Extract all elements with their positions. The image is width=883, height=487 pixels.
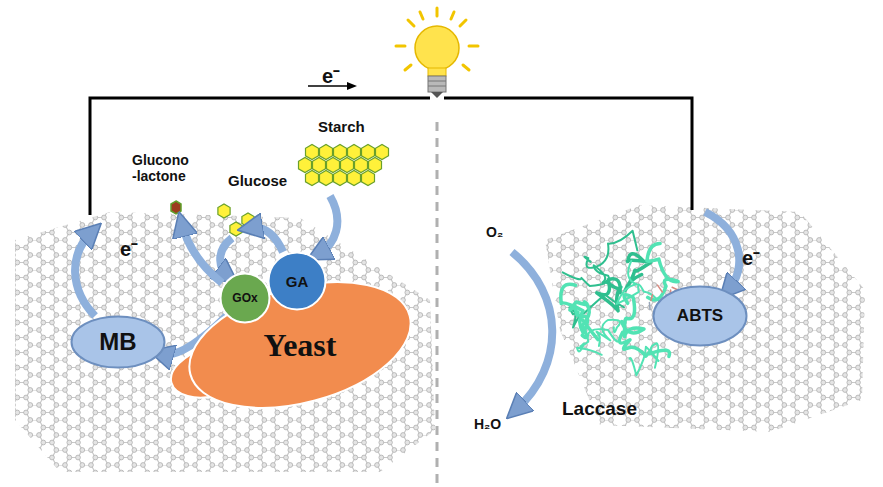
process-arrow <box>75 232 95 316</box>
electron-label: e⁻ <box>120 235 138 262</box>
membrane-divider <box>436 122 439 487</box>
ligand-stick <box>651 294 653 300</box>
starch-unit <box>320 145 333 160</box>
product-label: H₂O <box>474 416 501 432</box>
substrate-label: Glucose <box>228 172 287 189</box>
process-arrow <box>318 196 337 254</box>
protein-ribbon <box>570 302 589 338</box>
node-label: Yeast <box>264 327 337 364</box>
starch-unit <box>299 158 312 173</box>
mediator-abts: ABTS <box>652 285 748 347</box>
graphene-sheet <box>15 212 435 472</box>
protein-ribbon <box>630 343 659 375</box>
process-arrow <box>705 212 739 290</box>
graphene-sheet <box>545 205 865 432</box>
process-arrow <box>220 238 232 276</box>
starch-unit <box>355 158 368 173</box>
electron-label: e⁻ <box>742 244 760 271</box>
reactant-label: O₂ <box>486 224 503 240</box>
glucose-molecules <box>218 204 254 236</box>
starch-unit <box>320 171 333 186</box>
starch-unit <box>334 171 347 186</box>
starch-unit <box>348 145 361 160</box>
electron-label: e⁻ <box>322 62 340 89</box>
enzyme-gox: GOx <box>219 272 271 324</box>
node-outline <box>221 274 270 323</box>
ligand-stick <box>649 303 651 310</box>
enzyme-ga: GA <box>267 251 327 311</box>
starch-unit <box>327 158 340 173</box>
substrate-label: Starch <box>318 118 365 135</box>
wire <box>90 98 692 215</box>
starch-unit <box>376 145 389 160</box>
node-label: GOx <box>232 291 257 305</box>
light-bulb <box>396 8 478 98</box>
node-outline <box>175 260 424 430</box>
starch-unit <box>369 158 382 173</box>
glucose-unit <box>230 222 242 236</box>
starch-unit <box>348 171 361 186</box>
process-arrow <box>250 228 283 252</box>
node-outline <box>654 287 747 346</box>
starch-molecule <box>299 145 389 186</box>
protein-ribbon <box>597 279 621 311</box>
node-label: GA <box>286 273 309 290</box>
node-outline <box>72 317 165 368</box>
starch-unit <box>362 171 375 186</box>
enzyme-label: Laccase <box>562 398 637 420</box>
process-arrow <box>182 224 222 283</box>
gluconolactone-molecule <box>171 201 181 214</box>
starch-unit <box>334 145 347 160</box>
node-label: ABTS <box>677 306 723 326</box>
ligand-stick <box>658 285 663 292</box>
glucose-unit <box>218 204 230 218</box>
starch-unit <box>306 171 319 186</box>
protein-ribbon <box>563 265 609 286</box>
protein-ribbon <box>561 284 598 340</box>
starch-unit <box>313 158 326 173</box>
starch-unit <box>306 145 319 160</box>
product-label: Glucono -lactone <box>132 152 194 184</box>
node-label: MB <box>99 328 136 356</box>
mediator-mb: MB <box>70 315 166 369</box>
starch-unit <box>341 158 354 173</box>
starch-unit <box>362 145 375 160</box>
process-arrows <box>75 196 739 410</box>
protein-ribbon <box>622 295 644 337</box>
process-arrow <box>512 252 552 410</box>
protein-ribbon <box>585 231 638 268</box>
node-outline <box>269 253 326 310</box>
